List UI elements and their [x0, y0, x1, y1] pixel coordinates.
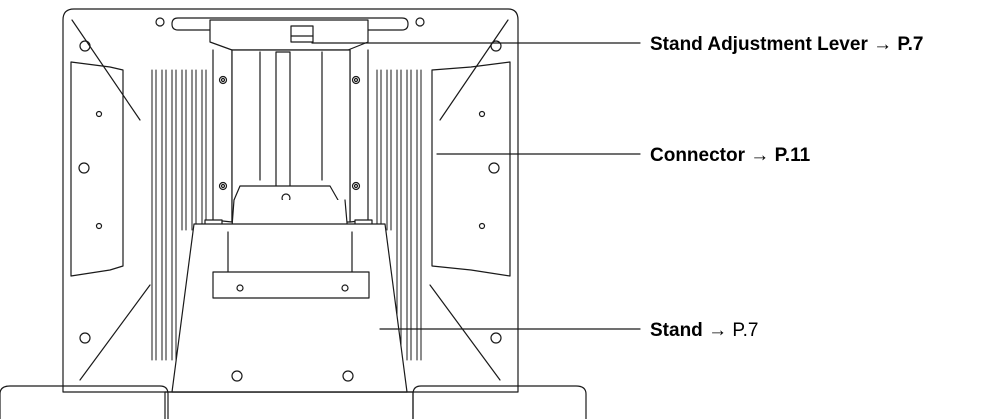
callout-arrow: → — [708, 320, 728, 341]
callout-arrow: → — [750, 145, 770, 166]
screw-hole — [415, 17, 425, 27]
housing-diagonal — [79, 284, 151, 381]
housing-diagonal — [439, 19, 509, 121]
callout-stand: Stand → P.7 — [650, 321, 758, 340]
screw-hole — [490, 332, 502, 344]
screw-hole — [79, 40, 91, 52]
mounting-plate — [212, 271, 370, 299]
panel-hole — [478, 110, 486, 118]
lever-housing — [209, 19, 369, 51]
panel-hole — [478, 222, 486, 230]
panel-hole — [488, 162, 500, 174]
top-handle — [171, 17, 409, 31]
callout-name: Stand — [650, 320, 703, 341]
screw-hole — [155, 17, 165, 27]
callout-arrow: → — [873, 34, 893, 55]
stand-hole — [342, 370, 354, 382]
stand-base-right — [412, 385, 587, 419]
panel-hole — [95, 222, 103, 230]
housing-diagonal — [429, 284, 501, 381]
right-side-panel — [431, 61, 511, 277]
left-side-panel — [70, 61, 124, 277]
left-vent-slots — [151, 69, 207, 361]
housing-diagonal — [71, 19, 141, 121]
callout-name: Stand Adjustment Lever — [650, 34, 868, 55]
stand-adjustment-lever — [290, 25, 314, 43]
callout-page-ref: P.11 — [774, 145, 811, 166]
callout-page-ref: P.7 — [897, 34, 924, 55]
stand-base-left — [0, 385, 169, 419]
right-vent-slots — [376, 69, 422, 361]
stand-plate — [171, 223, 408, 393]
stand-base-center — [164, 391, 414, 419]
callout-page-ref: P.7 — [732, 320, 759, 341]
panel-hole — [95, 110, 103, 118]
screw-hole — [490, 40, 502, 52]
stand-hole — [231, 370, 243, 382]
compartment-screws — [218, 75, 361, 191]
screw-hole — [79, 332, 91, 344]
callout-connector: Connector → P.11 — [650, 146, 810, 165]
callout-stand-adjustment-lever: Stand Adjustment Lever → P.7 — [650, 35, 923, 54]
panel-hole — [78, 162, 90, 174]
callout-name: Connector — [650, 145, 745, 166]
